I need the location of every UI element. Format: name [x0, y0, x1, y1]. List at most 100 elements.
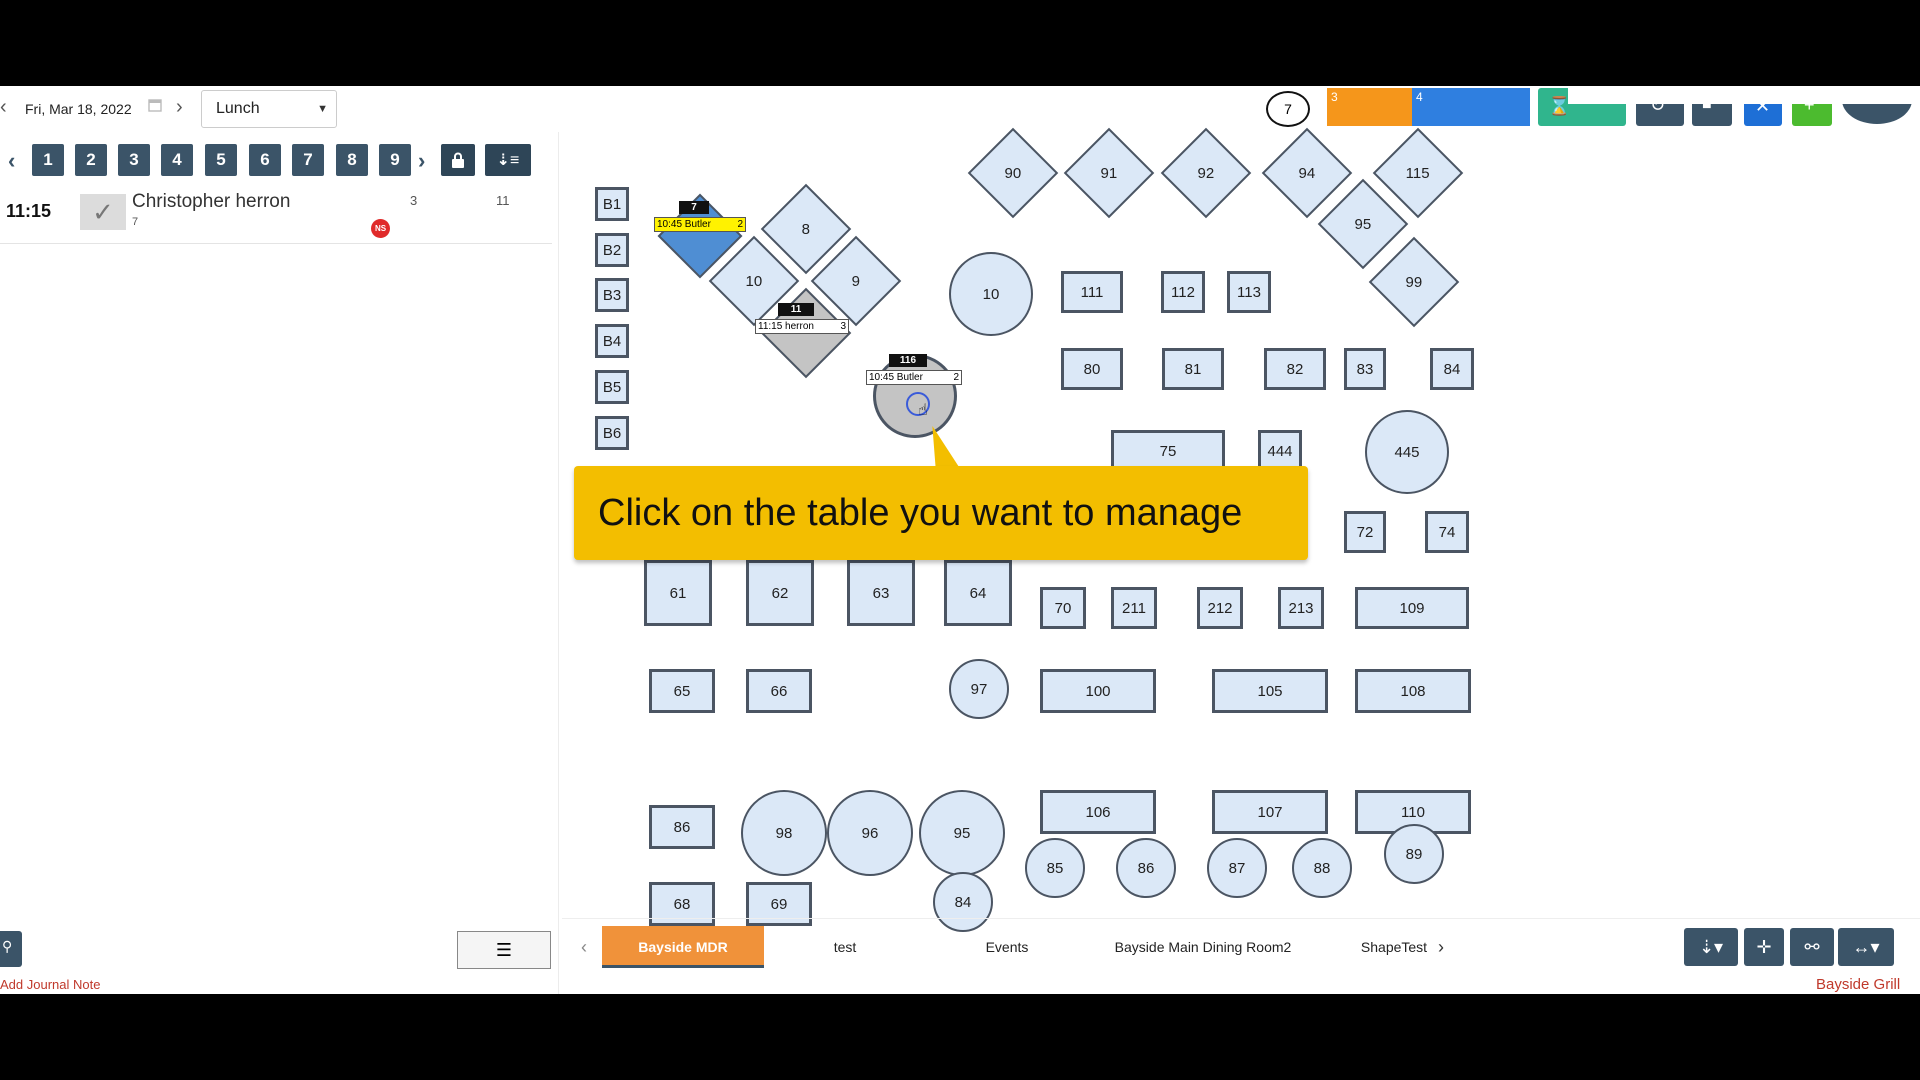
table-111[interactable]: 111 [1061, 271, 1123, 313]
table-87[interactable]: 87 [1207, 838, 1267, 898]
table-96[interactable]: 96 [827, 790, 913, 876]
number-button-7[interactable]: 7 [292, 144, 324, 176]
table-72[interactable]: 72 [1344, 511, 1386, 553]
table-69[interactable]: 69 [746, 882, 812, 926]
meal-period-select[interactable]: Lunch ▼ [201, 90, 337, 128]
lock-button[interactable] [441, 144, 475, 176]
table-62[interactable]: 62 [746, 560, 814, 626]
table-B1[interactable]: B1 [595, 187, 629, 221]
number-button-4[interactable]: 4 [161, 144, 193, 176]
tabs-next-icon[interactable]: › [1438, 937, 1444, 957]
calendar-icon[interactable] [148, 98, 162, 112]
table-108[interactable]: 108 [1355, 669, 1471, 713]
table-97[interactable]: 97 [949, 659, 1009, 719]
table-92[interactable]: 92 [1160, 127, 1252, 219]
table-445[interactable]: 445 [1365, 410, 1449, 494]
table-444[interactable]: 444 [1258, 430, 1302, 472]
number-button-8[interactable]: 8 [336, 144, 368, 176]
table-109[interactable]: 109 [1355, 587, 1469, 629]
move-button[interactable]: ✛ [1744, 928, 1784, 966]
sort-button[interactable]: ⇣≡ [485, 144, 531, 176]
table-98[interactable]: 98 [741, 790, 827, 876]
number-button-5[interactable]: 5 [205, 144, 237, 176]
tab-test[interactable]: test [833, 939, 857, 955]
table-70[interactable]: 70 [1040, 587, 1086, 629]
table-65[interactable]: 65 [649, 669, 715, 713]
status-orange[interactable]: 3 [1327, 88, 1412, 126]
table-63[interactable]: 63 [847, 560, 915, 626]
table-B2[interactable]: B2 [595, 233, 629, 267]
number-button-9[interactable]: 9 [379, 144, 411, 176]
list-view-button[interactable]: ☰ [457, 931, 551, 969]
search-button[interactable]: ⚲ [0, 931, 22, 967]
table-80[interactable]: 80 [1061, 348, 1123, 390]
table-106[interactable]: 106 [1040, 790, 1156, 834]
table-83[interactable]: 83 [1344, 348, 1386, 390]
date-display[interactable]: Fri, Mar 18, 2022 [25, 101, 132, 117]
party-size: 3 [410, 193, 418, 208]
tab-bayside-mdr[interactable]: Bayside MDR [602, 926, 764, 968]
table-82[interactable]: 82 [1264, 348, 1326, 390]
table-86-round[interactable]: 86 [1116, 838, 1176, 898]
table-113[interactable]: 113 [1227, 271, 1271, 313]
table-66[interactable]: 66 [746, 669, 812, 713]
table-105[interactable]: 105 [1212, 669, 1328, 713]
table-100[interactable]: 100 [1040, 669, 1156, 713]
table-91[interactable]: 91 [1063, 127, 1155, 219]
prev-date-icon[interactable]: ‹ [0, 96, 7, 118]
check-in-button[interactable]: ✓ [80, 194, 126, 230]
number-button-2[interactable]: 2 [75, 144, 107, 176]
no-show-badge: NS [371, 219, 390, 238]
resize-button[interactable]: ↔▾ [1838, 928, 1894, 966]
sort-layout-button[interactable]: ⇣▾ [1684, 928, 1738, 966]
table-212[interactable]: 212 [1197, 587, 1243, 629]
seated-indicator-11: 11 [778, 303, 814, 316]
table-81[interactable]: 81 [1162, 348, 1224, 390]
table-95-round[interactable]: 95 [919, 790, 1005, 876]
numbers-prev-icon[interactable]: ‹ [8, 148, 16, 173]
panel-divider [558, 132, 559, 994]
number-button-6[interactable]: 6 [249, 144, 281, 176]
link-button[interactable]: ⚯ [1790, 928, 1834, 966]
guest-name[interactable]: Christopher herron [132, 191, 291, 212]
table-89[interactable]: 89 [1384, 824, 1444, 884]
number-button-3[interactable]: 3 [118, 144, 150, 176]
table-84-round[interactable]: 84 [933, 872, 993, 932]
tab-events[interactable]: Events [985, 939, 1029, 955]
table-88[interactable]: 88 [1292, 838, 1352, 898]
venue-name: Bayside Grill [1816, 976, 1901, 993]
table-107[interactable]: 107 [1212, 790, 1328, 834]
table-84[interactable]: 84 [1430, 348, 1474, 390]
table-213[interactable]: 213 [1278, 587, 1324, 629]
tabs-prev-icon[interactable]: ‹ [581, 937, 587, 957]
table-211[interactable]: 211 [1111, 587, 1157, 629]
table-61[interactable]: 61 [644, 560, 712, 626]
reservation-time: 11:15 [6, 201, 52, 221]
table-85[interactable]: 85 [1025, 838, 1085, 898]
table-B5[interactable]: B5 [595, 370, 629, 404]
table-10-round[interactable]: 10 [949, 252, 1033, 336]
add-journal-note-link[interactable]: Add Journal Note [0, 977, 101, 992]
table-90[interactable]: 90 [967, 127, 1059, 219]
seated-indicator-7: 7 [679, 201, 709, 214]
table-74[interactable]: 74 [1425, 511, 1469, 553]
table-B6[interactable]: B6 [595, 416, 629, 450]
next-date-icon[interactable]: › [176, 96, 183, 118]
app-window: ‹ Fri, Mar 18, 2022 › Lunch ▼ 7 3 4 ⌛ ↻ … [0, 86, 1920, 994]
table-B3[interactable]: B3 [595, 278, 629, 312]
tab-bayside-main-dining-room2[interactable]: Bayside Main Dining Room2 [1114, 939, 1292, 955]
table-99[interactable]: 99 [1368, 236, 1460, 328]
table-86-rect[interactable]: 86 [649, 805, 715, 849]
table-68[interactable]: 68 [649, 882, 715, 926]
number-button-1[interactable]: 1 [32, 144, 64, 176]
table-B4[interactable]: B4 [595, 324, 629, 358]
hand-cursor-icon: ☝ [918, 402, 928, 419]
numbers-next-icon[interactable]: › [418, 148, 426, 173]
table-112[interactable]: 112 [1161, 271, 1205, 313]
tab-shapetest[interactable]: ShapeTest [1360, 939, 1428, 955]
table-64[interactable]: 64 [944, 560, 1012, 626]
status-blue[interactable]: 4 [1412, 88, 1530, 126]
